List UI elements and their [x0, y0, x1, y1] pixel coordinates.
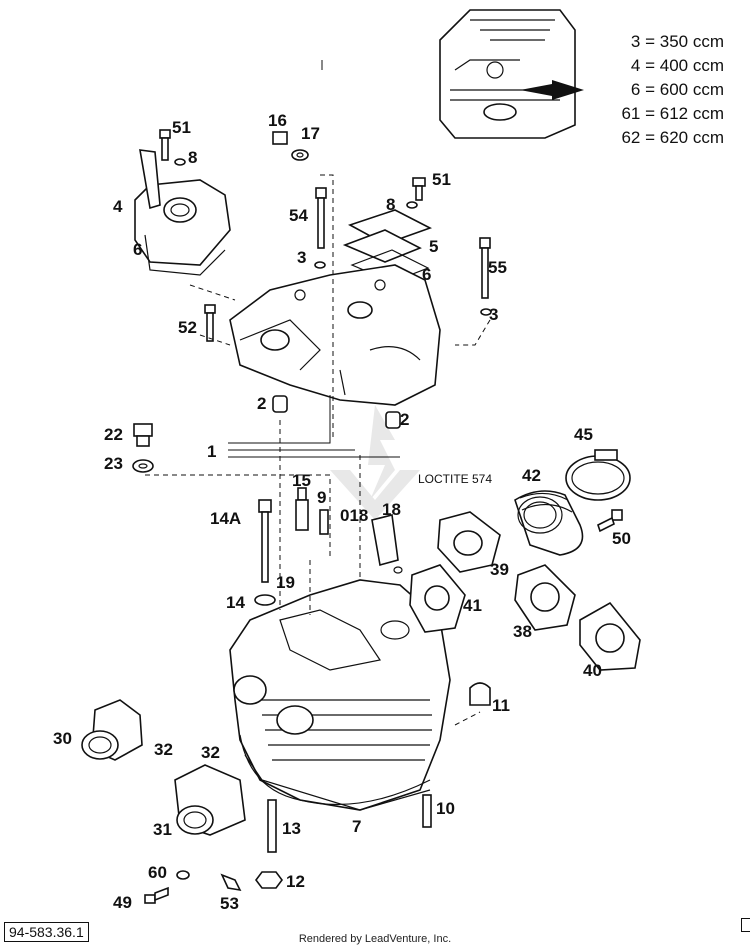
stud-10	[422, 794, 432, 828]
callout-54: 54	[289, 206, 308, 225]
footer-credit: Rendered by LeadVenture, Inc.	[298, 933, 452, 945]
flange-39	[437, 511, 501, 573]
cylinder-head	[229, 579, 451, 811]
bolt-50	[597, 509, 623, 533]
callout-018: 018	[340, 506, 368, 525]
callout-6: 6	[133, 240, 142, 259]
flange-41	[409, 564, 466, 633]
sleeve-18	[371, 514, 403, 574]
legend-item: 61 = 612 ccm	[621, 104, 724, 123]
callout-38: 38	[513, 622, 532, 641]
callout-17: 17	[301, 124, 320, 143]
callout-19: 19	[276, 573, 295, 592]
intake-manifold-42	[514, 490, 584, 556]
callout-9: 9	[317, 488, 326, 507]
corner-mark	[741, 918, 750, 932]
callout-14a: 14A	[210, 509, 241, 528]
callout-1: 1	[207, 442, 216, 461]
long-bolt-55	[479, 237, 492, 316]
clamp-45	[565, 449, 631, 501]
washer-60	[176, 870, 190, 880]
callout-22: 22	[104, 425, 123, 444]
callout-31: 31	[153, 820, 172, 839]
callout-40: 40	[583, 661, 602, 680]
sensor-15	[295, 487, 329, 535]
reference-code: 94-583.36.1	[4, 922, 89, 942]
bolt-52	[204, 304, 216, 342]
callout-2: 2	[257, 394, 266, 413]
bolt-49	[144, 886, 169, 904]
callout-18: 18	[382, 500, 401, 519]
legend-item: 4 = 400 ccm	[630, 56, 724, 75]
callout-41: 41	[463, 596, 482, 615]
stud-14a	[254, 499, 276, 606]
callout-50: 50	[612, 529, 631, 548]
plug-22	[132, 423, 154, 473]
callout-52: 52	[178, 318, 197, 337]
callout-16: 16	[268, 111, 287, 130]
legend-item: 3 = 350 ccm	[630, 32, 724, 51]
callout-51: 51	[432, 170, 451, 189]
plug-16	[272, 131, 309, 161]
callout-53: 53	[220, 894, 239, 913]
callout-2: 2	[400, 410, 409, 429]
callout-32: 32	[154, 740, 173, 759]
engine-thumbnail	[439, 9, 584, 139]
callout-60: 60	[148, 863, 167, 882]
nut-12	[255, 871, 283, 889]
callout-3: 3	[489, 305, 498, 324]
legend-item: 62 = 620 ccm	[621, 128, 724, 147]
callout-39: 39	[490, 560, 509, 579]
callout-32: 32	[201, 743, 220, 762]
legend-item: 6 = 600 ccm	[630, 80, 724, 99]
flange-40	[579, 601, 641, 671]
long-bolt-54	[314, 187, 327, 269]
displacement-legend: 3 = 350 ccm 4 = 400 ccm 6 = 600 ccm 61 =…	[621, 30, 724, 150]
dowel-2-left	[272, 395, 288, 413]
callout-5: 5	[429, 237, 438, 256]
callout-11: 11	[492, 696, 510, 715]
callout-7: 7	[352, 817, 361, 836]
cam-carrier	[229, 264, 441, 406]
callout-23: 23	[104, 454, 123, 473]
dowel-2-right	[385, 411, 401, 429]
loctite-note: LOCTITE 574	[418, 472, 492, 486]
callout-13: 13	[282, 819, 301, 838]
callout-3: 3	[297, 248, 306, 267]
bolt-51-left	[159, 129, 186, 166]
callout-51: 51	[172, 118, 191, 137]
callout-8: 8	[386, 195, 395, 214]
cap-nut-11	[469, 682, 491, 706]
exhaust-flange-31	[174, 764, 246, 836]
clip-53	[220, 873, 242, 892]
callout-49: 49	[113, 893, 132, 912]
callout-4: 4	[113, 197, 123, 216]
callout-55: 55	[488, 258, 507, 277]
valve-cover-left	[134, 149, 231, 276]
callout-30: 30	[53, 729, 72, 748]
callout-45: 45	[574, 425, 593, 444]
callout-14: 14	[226, 593, 245, 612]
callout-42: 42	[522, 466, 541, 485]
callout-12: 12	[286, 872, 305, 891]
callout-8: 8	[188, 148, 197, 167]
callout-10: 10	[436, 799, 455, 818]
exhaust-flange-30	[81, 699, 143, 761]
callout-15: 15	[292, 471, 311, 490]
flange-38	[514, 564, 576, 631]
stud-13	[267, 799, 277, 853]
callout-6: 6	[422, 265, 431, 284]
